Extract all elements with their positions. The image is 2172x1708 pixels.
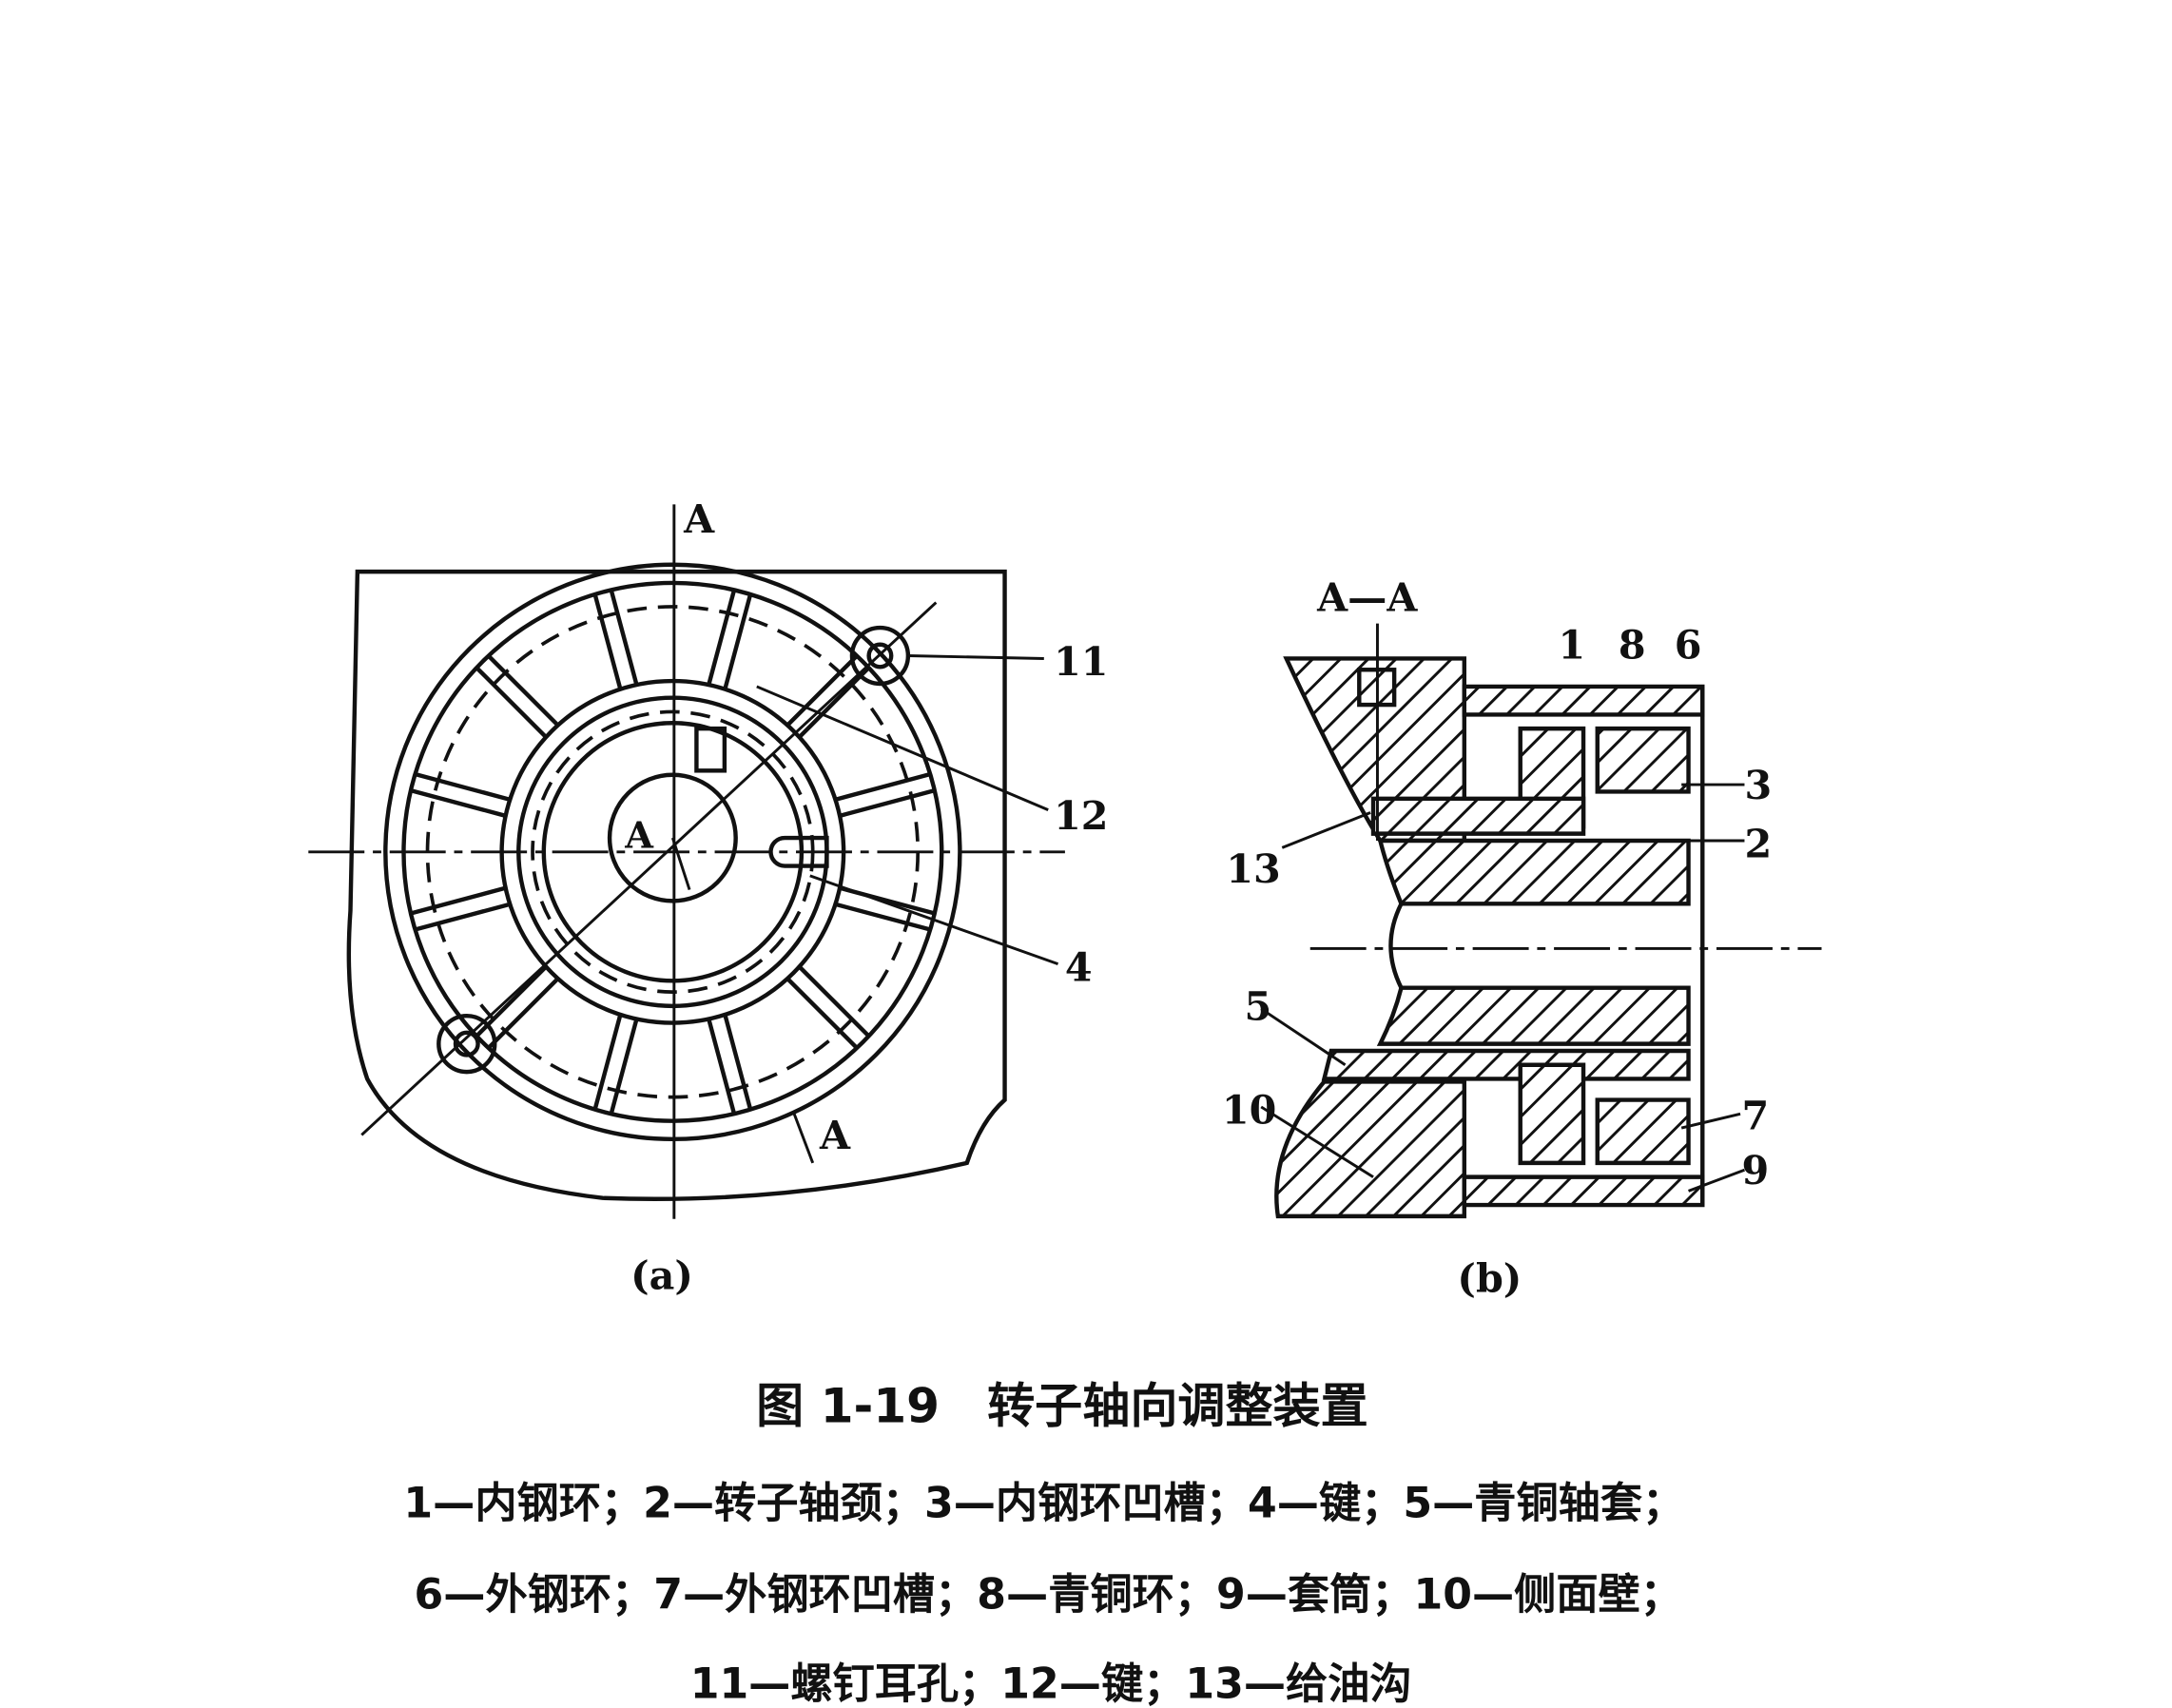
figure-title: 图 1-19 转子轴向调整装置 bbox=[756, 1378, 1368, 1433]
figure-b-section-view: A—A 1 8 6 3 2 13 5 10 7 9 (b) bbox=[1222, 573, 1822, 1301]
center-mark: A bbox=[624, 814, 654, 857]
spoke-line bbox=[723, 593, 753, 690]
sublabel-a: (a) bbox=[630, 1252, 693, 1298]
section-mark-bottom: A bbox=[819, 1112, 851, 1158]
spoke-line bbox=[798, 965, 871, 1038]
legend-line-2: 6—外钢环；7—外钢环凹槽；8—青铜环；9—套筒；10—侧面壁； bbox=[415, 1570, 1682, 1619]
spoke-line bbox=[592, 1014, 623, 1111]
spoke-line bbox=[487, 653, 560, 728]
label-6: 6 bbox=[1675, 621, 1702, 668]
spoke-line bbox=[723, 1014, 753, 1111]
spoke-line bbox=[410, 787, 507, 818]
section-title: A—A bbox=[1316, 573, 1418, 620]
spoke-line bbox=[835, 902, 931, 932]
spoke-line bbox=[592, 593, 623, 690]
spoke-line bbox=[414, 771, 511, 802]
figure-a-front-view: A A A 11 12 4 (a) bbox=[308, 495, 1109, 1298]
label-11: 11 bbox=[1054, 638, 1108, 685]
section-mark-top: A bbox=[683, 495, 715, 542]
spoke-line bbox=[707, 1019, 737, 1115]
spoke-line bbox=[798, 666, 871, 739]
spoke-line bbox=[609, 589, 639, 686]
label-3: 3 bbox=[1744, 762, 1772, 808]
spoke-line bbox=[475, 666, 548, 739]
spoke-line bbox=[609, 1019, 639, 1115]
sublabel-b: (b) bbox=[1457, 1254, 1522, 1301]
spoke-line bbox=[835, 771, 931, 802]
label-1: 1 bbox=[1559, 621, 1586, 668]
label-5: 5 bbox=[1244, 983, 1271, 1030]
spoke-line bbox=[707, 589, 737, 686]
spoke-line bbox=[410, 885, 507, 916]
spoke-line bbox=[414, 902, 511, 932]
label-12: 12 bbox=[1054, 792, 1108, 839]
label-9: 9 bbox=[1742, 1147, 1770, 1194]
spoke-line bbox=[785, 977, 859, 1050]
label-4: 4 bbox=[1065, 943, 1093, 990]
label-7: 7 bbox=[1742, 1093, 1770, 1139]
label-2: 2 bbox=[1744, 821, 1772, 867]
legend-line-1: 1—内钢环；2—转子轴颈；3—内钢环凹槽；4—键；5—青铜轴套； bbox=[403, 1480, 1684, 1528]
label-13: 13 bbox=[1226, 845, 1280, 892]
spoke-line bbox=[487, 977, 560, 1050]
label-8: 8 bbox=[1619, 621, 1646, 668]
spoke-line bbox=[839, 787, 936, 818]
label-10: 10 bbox=[1222, 1087, 1276, 1134]
legend-line-3: 11—螺钉耳孔；12—键；13—给油沟 bbox=[690, 1660, 1412, 1708]
spoke-line bbox=[785, 653, 859, 728]
